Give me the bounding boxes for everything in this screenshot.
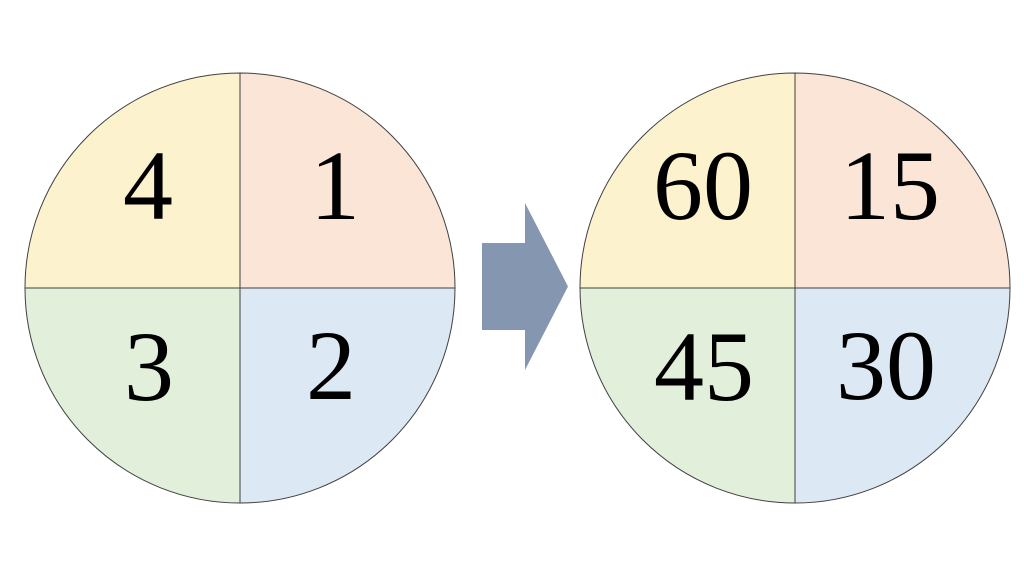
right-wheel-graphic xyxy=(579,72,1011,504)
right-quadrant-top-right xyxy=(794,72,1011,289)
left-wheel-graphic xyxy=(24,72,456,504)
left-wheel-value-bottom-left: 3 xyxy=(124,311,174,422)
left-quadrant-bottom-left xyxy=(24,287,241,504)
left-quadrant-top-left xyxy=(24,72,241,289)
right-arrow-icon xyxy=(482,203,568,370)
right-quadrant-bottom-left xyxy=(579,287,796,504)
left-quadrant-top-right xyxy=(239,72,456,289)
right-quadrant-top-left xyxy=(579,72,796,289)
left-spinner-wheel: 4 1 3 2 xyxy=(24,72,456,504)
left-quadrant-bottom-right xyxy=(239,287,456,504)
left-wheel-value-top-left: 4 xyxy=(123,130,173,241)
left-wheel-value-top-right: 1 xyxy=(310,130,360,241)
right-wheel-value-bottom-left: 45 xyxy=(654,311,754,422)
right-spinner-wheel: 60 15 45 30 xyxy=(579,72,1011,504)
right-arrow-graphic xyxy=(482,203,568,370)
right-wheel-value-bottom-right: 30 xyxy=(836,310,936,421)
right-quadrant-bottom-right xyxy=(794,287,1011,504)
left-wheel-value-bottom-right: 2 xyxy=(306,310,356,421)
right-wheel-value-top-left: 60 xyxy=(653,130,753,241)
right-wheel-value-top-right: 15 xyxy=(840,130,940,241)
right-arrow-shape xyxy=(482,203,568,370)
